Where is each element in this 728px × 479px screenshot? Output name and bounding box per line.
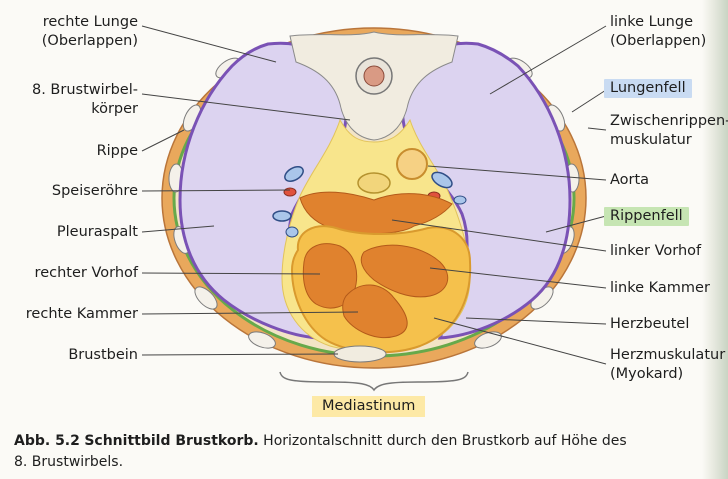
figure-caption: Abb. 5.2 Schnittbild Brustkorb. Horizont… <box>14 431 720 473</box>
label-rechte-lunge: rechte Lunge(Oberlappen) <box>10 13 138 51</box>
caption-text-line2: 8. Brustwirbels. <box>14 452 720 473</box>
label-mediastinum: Mediastinum <box>312 396 425 417</box>
label-rechte-kammer: rechte Kammer <box>4 305 138 324</box>
label-lungenfell: Lungenfell <box>604 79 692 98</box>
caption-text-line1: Horizontalschnitt durch den Brustkorb au… <box>263 433 627 449</box>
label-linke-kammer: linke Kammer <box>610 279 710 298</box>
label-aorta: Aorta <box>610 171 649 190</box>
aorta <box>397 149 427 179</box>
label-pleuraspalt: Pleuraspalt <box>10 223 138 242</box>
label-herzbeutel: Herzbeutel <box>610 315 689 334</box>
label-rippe: Rippe <box>10 142 138 161</box>
label-brustbein: Brustbein <box>10 346 138 365</box>
label-herzmuskulatur: Herzmuskulatur(Myokard) <box>610 346 725 384</box>
esophagus <box>358 173 390 193</box>
label-zwischenrippenmuskulatur: Zwischenrippen-muskulatur <box>610 112 728 150</box>
spinal-cord <box>364 66 384 86</box>
label-speiseroehre: Speiseröhre <box>10 182 138 201</box>
caption-figure-number: Abb. 5.2 <box>14 433 80 449</box>
label-rippenfell: Rippenfell <box>604 207 689 226</box>
label-linker-vorhof: linker Vorhof <box>610 242 701 261</box>
label-brustwirbelkoerper: 8. Brustwirbel-körper <box>10 81 138 119</box>
caption-title: Schnittbild Brustkorb. <box>84 433 258 449</box>
sternum <box>334 346 386 362</box>
label-rechter-vorhof: rechter Vorhof <box>10 264 138 283</box>
label-linke-lunge: linke Lunge(Oberlappen) <box>610 13 706 51</box>
mediastinum-brace <box>280 372 468 390</box>
